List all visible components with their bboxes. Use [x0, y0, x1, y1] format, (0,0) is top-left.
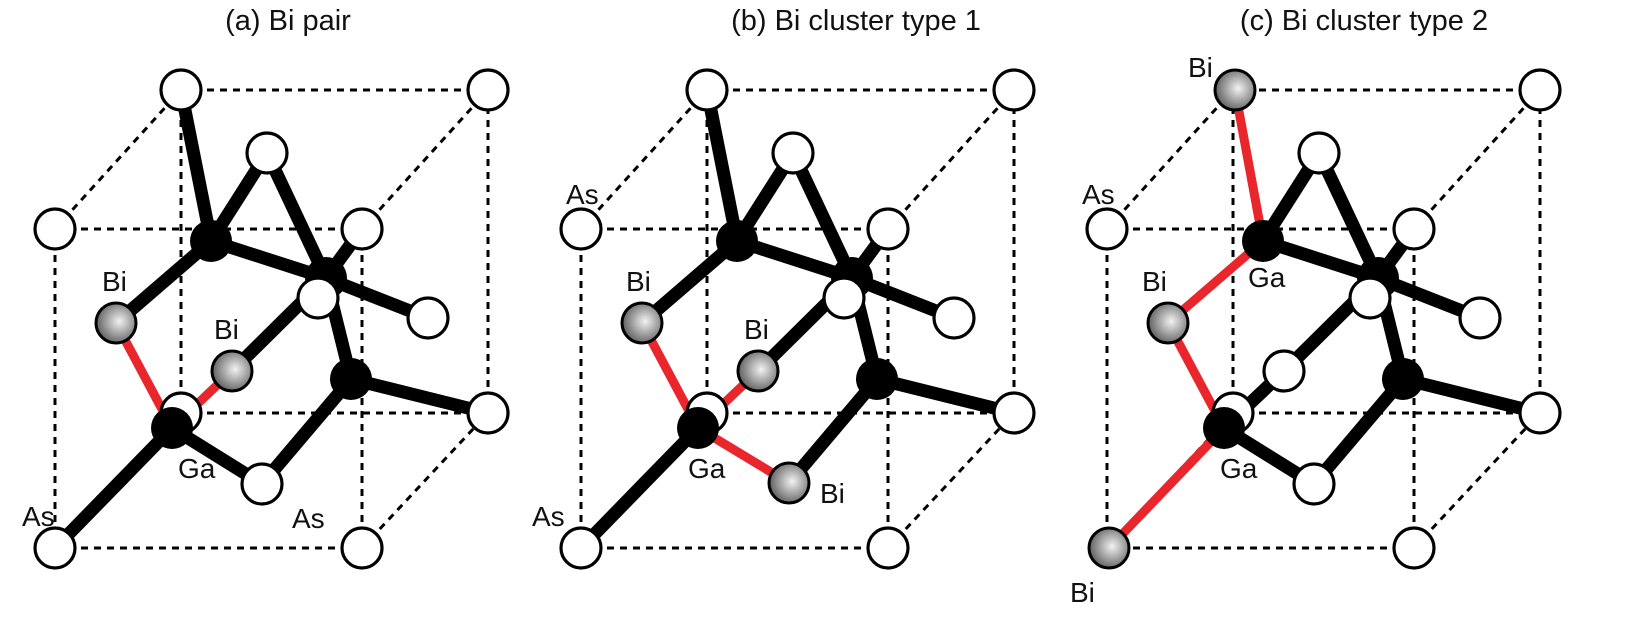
as-atom	[296, 276, 340, 320]
bi-atom	[620, 301, 664, 345]
atom-label-ga: Ga	[1220, 453, 1258, 484]
as-atom	[340, 526, 384, 570]
cube-edge	[360, 88, 490, 231]
cube-edge	[886, 88, 1016, 231]
as-atom	[559, 207, 603, 251]
ga-atom	[151, 407, 193, 449]
atom-label-as-upper: As	[566, 179, 599, 210]
bi-atom	[736, 349, 780, 393]
ga-bi-bond	[1230, 89, 1268, 242]
as-atom	[33, 207, 77, 251]
bi-atom	[1087, 526, 1131, 570]
panel-title: (b) Bi cluster type 1	[731, 5, 981, 37]
ga-as-bond	[174, 88, 218, 243]
ga-as-bond	[1313, 150, 1384, 281]
atom-label-bi-top: Bi	[1188, 52, 1213, 83]
as-atom	[1458, 296, 1502, 340]
ga-atom	[1242, 220, 1284, 262]
atom-label-bi-bottom: Bi	[1070, 577, 1095, 608]
atom-label-bi-1: Bi	[102, 266, 127, 297]
ga-as-bond	[257, 374, 356, 489]
panel-title: (a) Bi pair	[225, 5, 351, 37]
ga-atom	[1382, 358, 1424, 400]
as-atom	[1392, 526, 1436, 570]
as-atom	[932, 296, 976, 340]
atom-label-ga-upper: Ga	[1248, 262, 1286, 293]
bi-atom	[767, 461, 811, 505]
as-atom	[1518, 391, 1562, 435]
as-atom	[1392, 207, 1436, 251]
ga-as-bond	[576, 423, 703, 553]
as-atom	[1262, 349, 1306, 393]
ga-as-bond	[784, 374, 882, 488]
atom-label-bi-2: Bi	[214, 314, 239, 345]
ga-as-bond	[261, 150, 332, 281]
cube-edge	[1412, 411, 1542, 550]
atom-label-bi-3: Bi	[820, 478, 845, 509]
as-atom	[340, 207, 384, 251]
atom-label-bi-1: Bi	[626, 266, 651, 297]
atom-label-ga: Ga	[688, 453, 726, 484]
as-atom	[466, 391, 510, 435]
as-atom	[466, 68, 510, 112]
ga-as-bond	[349, 372, 490, 420]
ga-as-bond	[700, 88, 744, 243]
ga-as-bond	[50, 423, 177, 553]
atom-label-as-corner: As	[22, 501, 55, 532]
as-atom	[559, 526, 603, 570]
ga-atom	[330, 358, 372, 400]
as-atom	[992, 391, 1036, 435]
bi-atom	[210, 349, 254, 393]
ga-atom	[716, 220, 758, 262]
ga-as-bond	[787, 150, 858, 281]
as-atom	[1297, 131, 1341, 175]
cube-edge	[886, 411, 1016, 550]
ga-atom	[190, 220, 232, 262]
bi-atom	[1146, 301, 1190, 345]
ga-atom	[856, 358, 898, 400]
cube-edge	[1105, 88, 1235, 231]
ga-as-bond	[1401, 372, 1542, 420]
ga-atom	[1203, 407, 1245, 449]
as-atom	[1085, 207, 1129, 251]
cube-edge	[1412, 88, 1542, 231]
bi-atom	[94, 301, 138, 345]
atom-label-as-corner: As	[532, 501, 565, 532]
panel-title: (c) Bi cluster type 2	[1240, 5, 1488, 37]
as-atom	[33, 526, 77, 570]
cube-edge	[579, 88, 709, 231]
as-atom	[240, 462, 284, 506]
atom-label-as-upper: As	[1082, 179, 1115, 210]
ga-as-bond	[875, 372, 1016, 420]
ga-bi-bond	[1105, 424, 1228, 552]
atom-label-bi-2: Bi	[744, 314, 769, 345]
as-atom	[822, 276, 866, 320]
ga-atom	[677, 407, 719, 449]
atom-label-as-lower: As	[292, 503, 325, 534]
as-atom	[685, 68, 729, 112]
atom-label-bi-1: Bi	[1142, 266, 1167, 297]
as-atom	[406, 296, 450, 340]
as-atom	[1518, 68, 1562, 112]
cube-edge	[360, 411, 490, 550]
as-atom	[866, 526, 910, 570]
atom-label-ga: Ga	[178, 453, 216, 484]
as-atom	[159, 68, 203, 112]
as-atom	[866, 207, 910, 251]
as-atom	[1348, 276, 1392, 320]
cube-edge	[53, 88, 183, 231]
ga-as-bond	[1309, 374, 1408, 489]
bi-atom	[1213, 68, 1257, 112]
as-atom	[992, 68, 1036, 112]
as-atom	[771, 131, 815, 175]
as-atom	[245, 131, 289, 175]
as-atom	[1292, 462, 1336, 506]
